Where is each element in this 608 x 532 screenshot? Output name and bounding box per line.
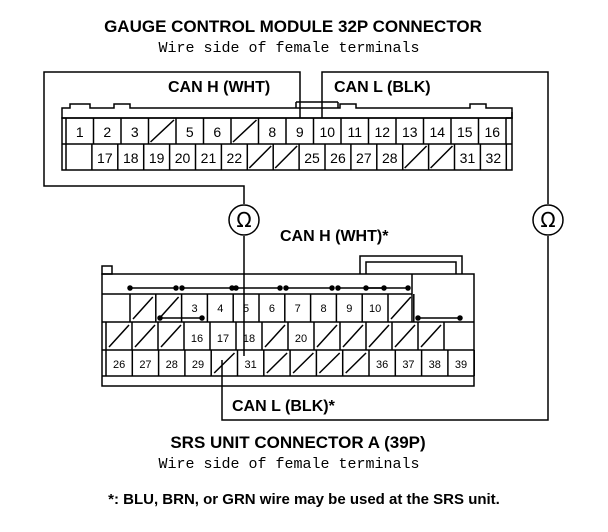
footnote: *: BLU, BRN, or GRN wire may be used at … — [108, 491, 500, 508]
gauge-pin: 15 — [457, 124, 473, 140]
gauge-pin: 10 — [319, 124, 335, 140]
srs-pin: 9 — [346, 303, 352, 315]
gauge-pin: 26 — [330, 150, 346, 166]
gauge-lock-bracket — [295, 101, 339, 108]
gauge-pin: 8 — [268, 124, 276, 140]
srs-can-l-label: CAN L (BLK)* — [232, 398, 336, 415]
gauge-pin: 18 — [123, 150, 139, 166]
gauge-pin: 16 — [484, 124, 500, 140]
srs-pin: 17 — [217, 333, 229, 345]
gauge-pin: 31 — [460, 150, 476, 166]
gauge-can-h-label: CAN H (WHT) — [168, 79, 270, 96]
srs-pin: 37 — [402, 359, 414, 371]
srs-subtitle: Wire side of female terminals — [158, 456, 419, 473]
gauge-pin: 14 — [429, 124, 445, 140]
gauge-pin: 1 — [76, 124, 84, 140]
srs-pin: 20 — [295, 333, 307, 345]
srs-pins: 3 4 5 6 7 8 9 10 16 17 18 20 26 27 28 29 31 36 37 38 39 — [113, 303, 467, 371]
gauge-pin: 6 — [213, 124, 221, 140]
gauge-pin: 32 — [486, 150, 502, 166]
srs-pin: 28 — [166, 359, 178, 371]
srs-connector — [101, 255, 475, 387]
wires — [43, 71, 549, 421]
srs-pin: 26 — [113, 359, 125, 371]
srs-pin: 36 — [376, 359, 388, 371]
gauge-pin: 2 — [103, 124, 111, 140]
gauge-pin: 19 — [149, 150, 165, 166]
srs-pin: 16 — [191, 333, 203, 345]
gauge-connector — [61, 103, 513, 171]
srs-pin: 4 — [217, 303, 223, 315]
gauge-subtitle: Wire side of female terminals — [158, 40, 419, 57]
srs-pin: 39 — [455, 359, 467, 371]
gauge-pin: 12 — [374, 124, 390, 140]
gauge-can-l-label: CAN L (BLK) — [334, 79, 431, 96]
gauge-pin: 20 — [175, 150, 191, 166]
srs-pin: 10 — [369, 303, 381, 315]
ohmmeter-icon: Ω — [228, 204, 260, 236]
gauge-pin: 9 — [296, 124, 304, 140]
gauge-pin: 28 — [382, 150, 398, 166]
srs-pin: 7 — [295, 303, 301, 315]
srs-pin: 31 — [245, 359, 257, 371]
srs-pin: 8 — [320, 303, 326, 315]
gauge-pin: 13 — [402, 124, 418, 140]
srs-pin: 27 — [139, 359, 151, 371]
srs-pin: 29 — [192, 359, 204, 371]
srs-pin: 5 — [243, 303, 249, 315]
srs-pin: 38 — [429, 359, 441, 371]
svg-text:Ω: Ω — [540, 208, 555, 232]
gauge-title: GAUGE CONTROL MODULE 32P CONNECTOR — [104, 17, 482, 36]
gauge-pin: 27 — [356, 150, 372, 166]
gauge-pin: 11 — [347, 124, 362, 140]
srs-title: SRS UNIT CONNECTOR A (39P) — [170, 433, 425, 452]
gauge-pin: 25 — [304, 150, 320, 166]
gauge-row2-dividers — [65, 144, 508, 170]
srs-can-h-label: CAN H (WHT)* — [280, 228, 389, 245]
gauge-pin: 22 — [227, 150, 243, 166]
srs-pin: 3 — [191, 303, 197, 315]
ohmmeter-icon: Ω — [532, 204, 564, 236]
srs-pin: 18 — [243, 333, 255, 345]
gauge-pin: 21 — [201, 150, 217, 166]
srs-pin: 6 — [269, 303, 275, 315]
gauge-pin: 17 — [97, 150, 113, 166]
gauge-pin: 5 — [186, 124, 194, 140]
srs-dividers — [105, 285, 475, 376]
gauge-row1-dividers — [65, 118, 507, 144]
svg-text:Ω: Ω — [236, 208, 251, 232]
gauge-pin: 3 — [131, 124, 139, 140]
